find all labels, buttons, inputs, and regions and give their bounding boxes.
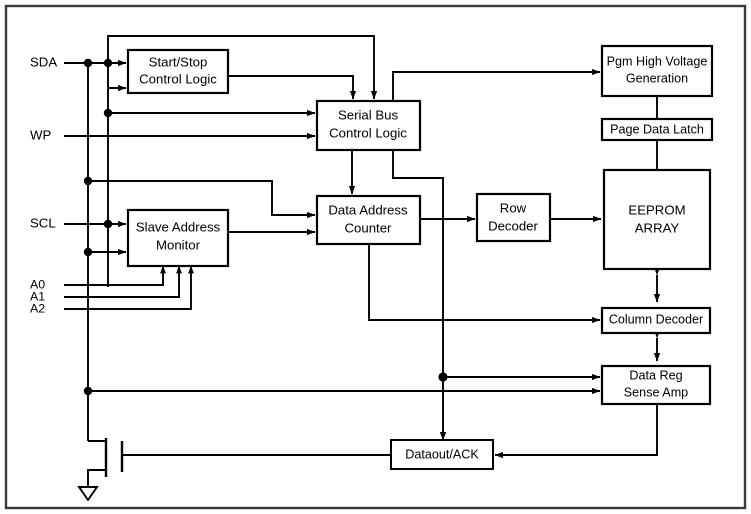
block-label-datareg-line1: Data Reg [629,368,682,382]
wire-network [64,35,661,502]
junction-dot-serialbus-in [103,108,113,118]
block-label-datareg-line2: Sense Amp [624,385,688,399]
wire-a2-to-slavemonitor [64,265,194,310]
junction-dot-bus-datareg [438,372,448,382]
junction-dot-scl [103,219,113,229]
block-label-row-decoder-line1: Row [500,200,527,215]
block-label-serial-bus-line2: Control Logic [329,125,407,140]
block-label-serial-bus-line1: Serial Bus [338,107,399,122]
block-slave-address-monitor[interactable]: Slave Address Monitor [126,208,230,268]
junction-dot-datareg-tap [83,386,93,396]
block-serial-bus-control-logic[interactable]: Serial Bus Control Logic [315,99,422,152]
wire-source-to-ground [87,469,106,487]
block-label-page-data-latch: Page Data Latch [610,122,704,136]
block-row-decoder[interactable]: Row Decoder [475,192,552,243]
block-label-column-decoder: Column Decoder [609,312,704,326]
junction-dot-sda-branch [103,58,113,68]
block-label-start-stop-line1: Start/Stop [149,54,208,69]
block-pgm-high-voltage-generation[interactable]: Pgm High Voltage Generation [600,44,714,98]
pin-label-a1: A1 [30,289,45,303]
wire-serialbus-down-bus [392,150,447,441]
wire-a0-to-slavemonitor [64,265,166,286]
block-data-address-counter[interactable]: Data Address Counter [315,194,422,246]
block-start-stop-control-logic[interactable]: Start/Stop Control Logic [126,48,230,95]
wire-datareg-to-dataout [494,403,658,459]
wire-a1-to-slavemonitor [64,265,182,298]
pin-label-a0: A0 [30,277,45,291]
pin-label-wp: WP [30,127,51,142]
block-label-dataout-ack: Dataout/ACK [405,447,479,461]
wire-sdabus-to-datacounter [88,180,316,219]
pin-label-sda: SDA [30,54,57,69]
ground-icon [77,486,99,502]
wire-datacounter-to-columndecoder [368,244,601,324]
block-label-pgmhv-line1: Pgm High Voltage [607,54,708,68]
pin-label-a2: A2 [30,301,45,315]
block-eeprom-array[interactable]: EEPROM ARRAY [602,168,712,271]
junction-dot-slavemonitor-tap [83,247,93,257]
block-label-start-stop-line2: Control Logic [139,71,217,86]
block-label-row-decoder-line2: Decoder [488,218,538,233]
block-data-reg-sense-amp[interactable]: Data Reg Sense Amp [600,364,712,406]
block-label-data-counter-line2: Counter [345,220,393,235]
block-label-slave-monitor-line1: Slave Address [136,219,221,234]
junction-dot-datacounter-tap [83,176,93,186]
block-dataout-ack[interactable]: Dataout/ACK [390,439,494,470]
pin-label-scl: SCL [30,215,56,230]
block-label-pgmhv-line2: Generation [626,71,688,85]
block-label-eeprom-line1: EEPROM [628,202,685,217]
block-column-decoder[interactable]: Column Decoder [600,306,712,335]
wire-sda-top-to-serialbus [107,35,378,100]
block-label-eeprom-line2: ARRAY [635,220,680,235]
block-label-slave-monitor-line2: Monitor [156,237,201,252]
block-page-data-latch[interactable]: Page Data Latch [600,117,714,142]
diagram-border [4,4,747,510]
junction-dot-sda-bus [83,58,93,68]
wire-startstop-to-serialbus [228,75,357,100]
block-label-data-counter-line1: Data Address [328,202,408,217]
wire-serialbus-to-pgmhv [392,68,601,101]
